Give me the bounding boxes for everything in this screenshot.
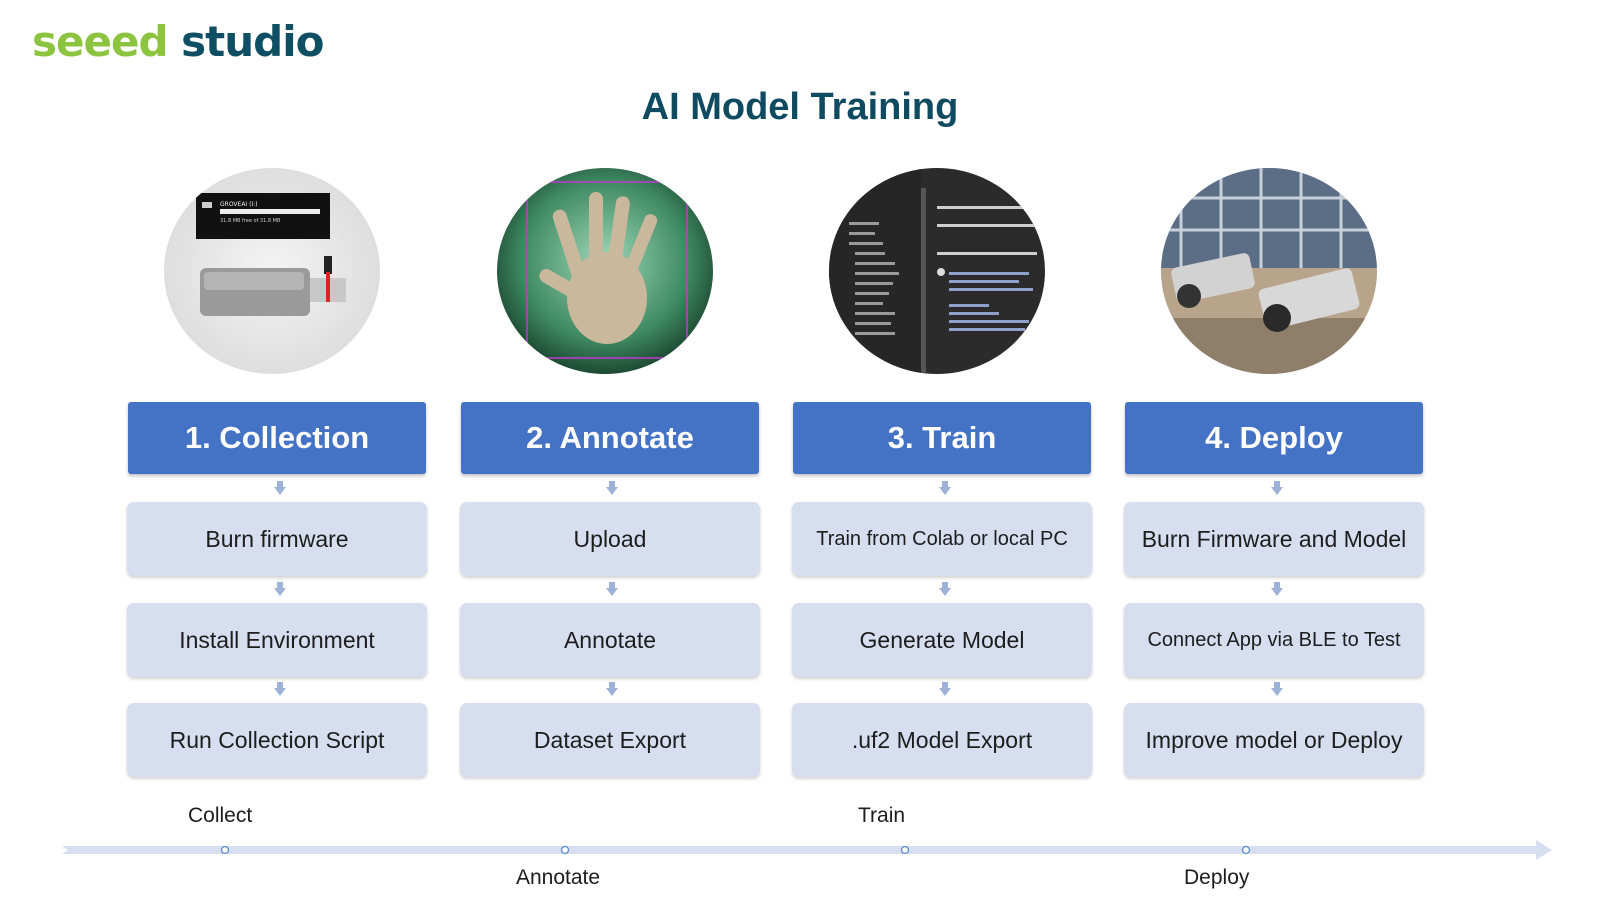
down-arrow-icon [274,582,286,596]
step-annotate: Annotate [460,603,760,677]
device-storage-text: 31.8 MB free of 31.8 MB [220,218,281,224]
step-train-from-colab: Train from Colab or local PC [792,502,1092,576]
timeline-label-collect: Collect [188,804,253,827]
down-arrow-icon [1271,481,1283,495]
collection-header: 1. Collection [128,402,426,474]
step-run-collection-script: Run Collection Script [127,703,427,777]
down-arrow-icon [274,481,286,495]
down-arrow-icon [939,481,951,495]
step-connect-app-ble: Connect App via BLE to Test [1124,603,1424,677]
seeed-studio-logo: seeed studio [32,14,324,70]
down-arrow-icon [606,682,618,696]
page-title: AI Model Training [641,86,959,128]
grove-ai-device-usb-image: GROVEAI (I:) 31.8 MB free of 31.8 MB [164,168,380,374]
deploy-header: 4. Deploy [1125,402,1423,474]
deployed-camera-devices-image [1161,168,1377,374]
step-upload: Upload [460,502,760,576]
down-arrow-icon [606,481,618,495]
step-uf2-model-export: .uf2 Model Export [792,703,1092,777]
logo-word-studio: studio [181,17,324,66]
down-arrow-icon [939,682,951,696]
down-arrow-icon [1271,582,1283,596]
down-arrow-icon [606,582,618,596]
step-generate-model: Generate Model [792,603,1092,677]
timeline-dot-train [900,845,910,855]
timeline-arrow [62,840,1552,860]
device-drive-label: GROVEAI (I:) [220,201,258,208]
step-improve-or-deploy: Improve model or Deploy [1124,703,1424,777]
timeline-dot-deploy [1241,845,1251,855]
down-arrow-icon [1271,682,1283,696]
train-header: 3. Train [793,402,1091,474]
step-install-environment: Install Environment [127,603,427,677]
colab-notebook-screenshot-image [829,168,1045,374]
down-arrow-icon [274,682,286,696]
timeline-dot-collect [220,845,230,855]
annotate-header: 2. Annotate [461,402,759,474]
timeline-label-deploy: Deploy [1184,866,1250,889]
step-dataset-export: Dataset Export [460,703,760,777]
logo-word-seeed: seeed [32,17,169,66]
timeline-label-annotate: Annotate [516,866,601,889]
timeline-label-train: Train [858,804,906,827]
step-burn-firmware: Burn firmware [127,502,427,576]
hand-camera-capture-image [497,168,713,374]
down-arrow-icon [939,582,951,596]
step-burn-firmware-and-model: Burn Firmware and Model [1124,502,1424,576]
timeline-dot-annotate [560,845,570,855]
